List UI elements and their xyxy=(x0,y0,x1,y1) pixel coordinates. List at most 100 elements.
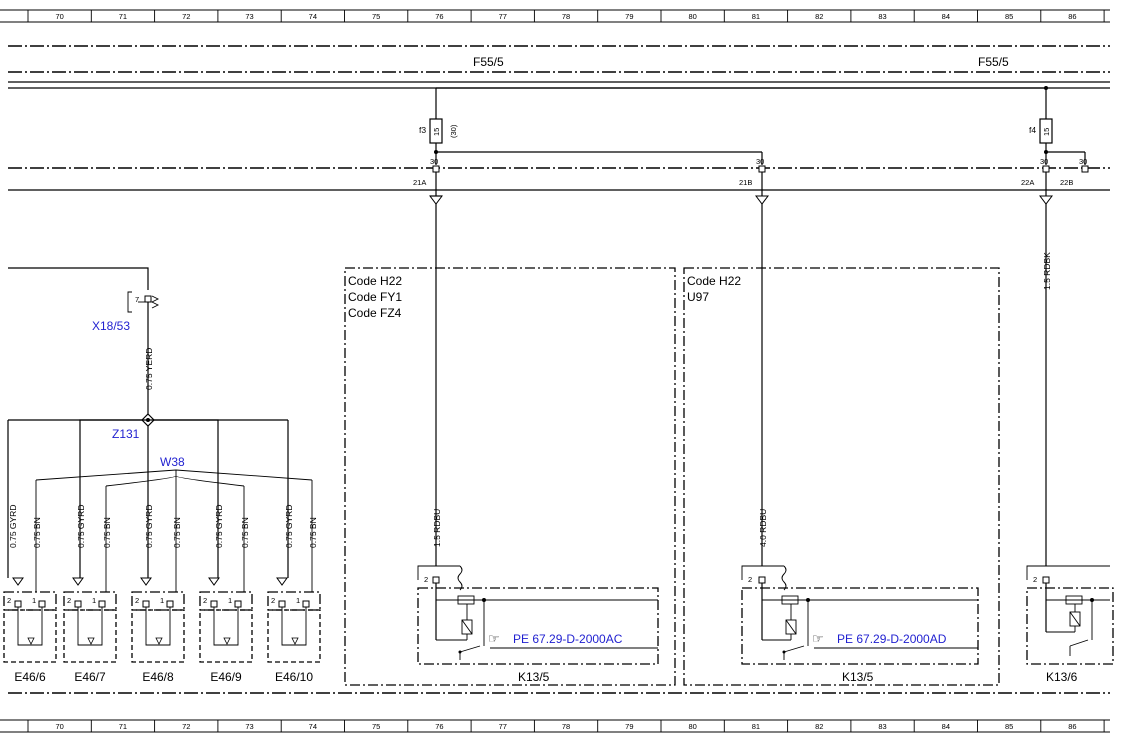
bottom-grid-cell-70: 70 xyxy=(55,722,63,731)
top-grid-cell-75: 75 xyxy=(372,12,380,21)
top-grid-cell-70: 70 xyxy=(55,12,63,21)
relay-k13-5-b-pin: 2 xyxy=(748,575,752,584)
fuse-f3-terminal: 30 xyxy=(430,157,438,166)
wire-label-bn-5: 0.75 BN xyxy=(308,517,318,548)
bottom-grid-cell-78: 78 xyxy=(562,722,570,731)
code-box-2-line-2: U97 xyxy=(687,290,709,304)
wire-label-gyrd-3: 0.75 GYRD xyxy=(144,505,154,548)
top-grid-cell-82: 82 xyxy=(815,12,823,21)
label-w38[interactable]: W38 xyxy=(160,455,185,469)
connector-21a[interactable]: 21A xyxy=(413,178,426,187)
bottom-grid-cell-83: 83 xyxy=(878,722,886,731)
link-pe-2000ad[interactable]: PE 67.29-D-2000AD xyxy=(837,632,947,646)
lamp-pin-2: 2 xyxy=(271,596,275,605)
top-grid-cell-71: 71 xyxy=(119,12,127,21)
lamp-pin-2: 2 xyxy=(135,596,139,605)
top-grid-cell-80: 80 xyxy=(688,12,696,21)
lamp-label: E46/6 xyxy=(14,670,46,684)
fuse-f4-terminal-b: 30 xyxy=(1079,157,1087,166)
fuse-f4-name: f4 xyxy=(1029,125,1036,135)
lamp-label: E46/9 xyxy=(210,670,242,684)
wire-label-bn-3: 0.75 BN xyxy=(172,517,182,548)
bottom-grid-cell-82: 82 xyxy=(815,722,823,731)
label-k13-6: K13/6 xyxy=(1046,670,1078,684)
top-grid-cell-79: 79 xyxy=(625,12,633,21)
hand-pointer-icon-b: ☞ xyxy=(812,631,824,646)
lamp-pin-1: 1 xyxy=(92,596,96,605)
relay-k13-5-a-pin: 2 xyxy=(424,575,428,584)
connector-pins xyxy=(432,165,1089,196)
bottom-grid-cell-84: 84 xyxy=(942,722,950,731)
bottom-grid-cell-73: 73 xyxy=(245,722,253,731)
bottom-grid-cell-72: 72 xyxy=(182,722,190,731)
ground-w38[interactable] xyxy=(35,469,313,592)
lamp-pin-1: 1 xyxy=(32,596,36,605)
wire-label-rdbu-1: 1.5 RDBU xyxy=(432,509,442,547)
label-k13-5-a: K13/5 xyxy=(518,670,550,684)
label-z131[interactable]: Z131 xyxy=(112,427,140,441)
relay-k13-5-b[interactable]: 2 xyxy=(741,565,979,665)
fuse-f4-terminal-a: 30 xyxy=(1040,157,1048,166)
top-grid-cell-72: 72 xyxy=(182,12,190,21)
mid-terminal: 30 xyxy=(756,157,764,166)
top-grid-cell-81: 81 xyxy=(752,12,760,21)
bottom-grid-cell-80: 80 xyxy=(688,722,696,731)
fuse-f3-note: (30) xyxy=(449,124,458,138)
code-box-1-line-2: Code FY1 xyxy=(348,290,402,304)
bottom-grid-cell-81: 81 xyxy=(752,722,760,731)
top-grid-cell-73: 73 xyxy=(245,12,253,21)
top-grid-cell-84: 84 xyxy=(942,12,950,21)
wire-label-gyrd-cut: 0.75 GYRD xyxy=(8,505,18,548)
relay-k13-6[interactable]: 2 xyxy=(1026,565,1114,665)
code-box-2 xyxy=(683,267,1000,686)
link-pe-2000ac[interactable]: PE 67.29-D-2000AC xyxy=(513,632,623,646)
top-grid-cell-85: 85 xyxy=(1005,12,1013,21)
code-box-2-line-1: Code H22 xyxy=(687,274,741,288)
lamp-pin-1: 1 xyxy=(160,596,164,605)
fuse-f4-rating: 15 xyxy=(1042,128,1051,136)
bus-label-right: F55/5 xyxy=(978,55,1009,69)
wire-label-gyrd-5: 0.75 GYRD xyxy=(284,505,294,548)
connector-21b[interactable]: 21B xyxy=(739,178,752,187)
code-box-1 xyxy=(344,267,676,686)
relay-k13-5-a[interactable]: 2 xyxy=(417,565,659,665)
code-box-1-line-3: Code FZ4 xyxy=(348,306,402,320)
connector-arrows xyxy=(429,195,1053,205)
label-x18-53[interactable]: X18/53 xyxy=(92,319,130,333)
top-grid-cell-78: 78 xyxy=(562,12,570,21)
wire-label-rdbu-2: 4.0 RDBU xyxy=(758,509,768,547)
bottom-grid-cell-85: 85 xyxy=(1005,722,1013,731)
wire-label-gyrd-2: 0.75 GYRD xyxy=(76,505,86,548)
connector-22b[interactable]: 22B xyxy=(1060,178,1073,187)
wire-label-bn-4: 0.75 BN xyxy=(240,517,250,548)
label-k13-5-b: K13/5 xyxy=(842,670,874,684)
fuse-f3-name: f3 xyxy=(419,125,426,135)
connector-22a[interactable]: 22A xyxy=(1021,178,1034,187)
top-grid-cell-74: 74 xyxy=(309,12,317,21)
top-grid-cell-83: 83 xyxy=(878,12,886,21)
bottom-grid-cell-74: 74 xyxy=(309,722,317,731)
wire-label-yerd: 0.75 YERD xyxy=(144,348,154,390)
bottom-grid-cell-76: 76 xyxy=(435,722,443,731)
fuse-f4[interactable]: f4 15 30 30 xyxy=(1029,86,1087,166)
bus-label-left: F55/5 xyxy=(473,55,504,69)
connector-x18-53[interactable]: 7 xyxy=(8,267,160,414)
fuse-f3[interactable]: f3 15 (30) 30 xyxy=(419,87,1046,166)
bottom-grid-cell-86: 86 xyxy=(1068,722,1076,731)
x18-53-pin: 7 xyxy=(135,295,139,304)
top-grid-cell-77: 77 xyxy=(499,12,507,21)
code-box-1-line-1: Code H22 xyxy=(348,274,402,288)
lamp-pin-2: 2 xyxy=(7,596,11,605)
relay-k13-6-pin: 2 xyxy=(1033,575,1037,584)
wire-label-gyrd-4: 0.75 GYRD xyxy=(214,505,224,548)
splice-z131[interactable] xyxy=(7,413,289,578)
